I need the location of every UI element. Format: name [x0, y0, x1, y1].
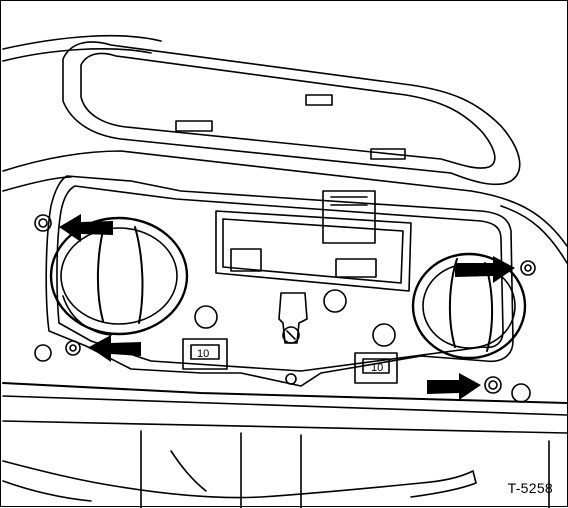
- screw-right-loose: [511, 383, 531, 403]
- tray-clip-3: [370, 148, 406, 160]
- dashboard-body-line-1: [2, 150, 568, 247]
- arrow-mid-left-icon: [89, 335, 141, 362]
- screw-lower-left-loose: [34, 344, 52, 362]
- figure-code: T-5258: [507, 480, 553, 496]
- small-gauge-center: [323, 289, 347, 313]
- left-dial: [49, 216, 189, 336]
- center-small-screw: [285, 373, 297, 385]
- cluster-housing-inner: [56, 185, 504, 372]
- lower-panel-edge: [2, 382, 568, 404]
- hand-sketch: [2, 460, 477, 499]
- top-tray-outline: [62, 41, 521, 186]
- arrow-top-right-icon: [455, 256, 515, 283]
- window-component-2: [335, 258, 377, 278]
- top-tray-inner: [80, 52, 496, 169]
- screw-lower-left: [65, 340, 81, 356]
- arrow-top-left-icon: [59, 214, 113, 242]
- cluster-housing: [45, 175, 514, 387]
- small-gauge-left: [194, 305, 218, 329]
- screw-right-lower: [484, 376, 502, 394]
- bracket-screw: [282, 326, 300, 344]
- connector-block: [322, 190, 376, 244]
- tray-clip-2: [175, 120, 213, 132]
- connector-right: [354, 352, 398, 384]
- arrow-bottom-right-icon: [427, 373, 481, 400]
- dashboard-body-line-2: [2, 176, 72, 192]
- arrows: [59, 214, 515, 400]
- dashboard-upper-curve-2: [2, 48, 152, 62]
- small-gauge-right: [372, 323, 396, 347]
- center-bracket: [278, 292, 308, 344]
- gauge-right-digits: 10: [371, 362, 383, 374]
- connector-left: [182, 338, 228, 370]
- dashboard-body-line-3: [500, 205, 568, 264]
- window-component: [230, 248, 262, 272]
- screw-top-left: [34, 214, 52, 232]
- dashboard-upper-curve: [2, 34, 162, 50]
- tray-clip-1: [305, 94, 333, 106]
- screw-right-upper: [520, 260, 536, 276]
- gauge-left-digits: 10: [197, 348, 209, 360]
- center-window: [215, 210, 412, 292]
- center-window-inner: [222, 218, 404, 284]
